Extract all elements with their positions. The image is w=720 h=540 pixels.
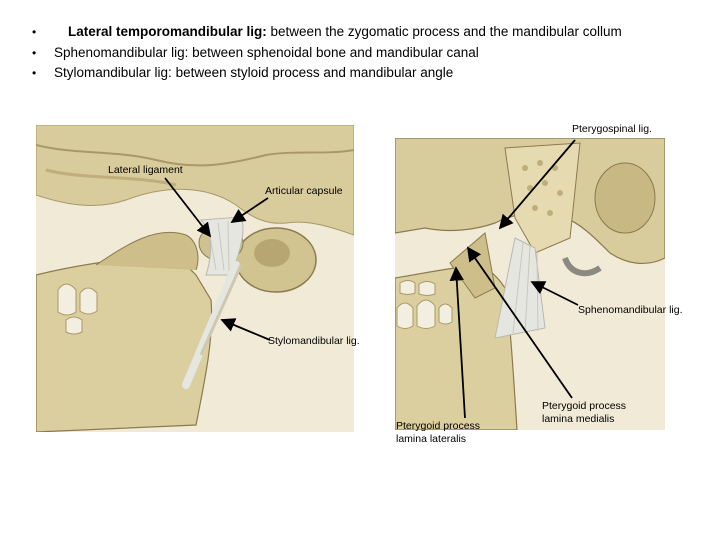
label-line: lamina medialis (542, 413, 615, 425)
arrow-pterygoid-lateral (449, 266, 466, 419)
label-lateral-ligament: Lateral ligament (108, 164, 183, 176)
label-pterygoid-lateral: Pterygoid process lamina lateralis (396, 420, 480, 446)
bullet-term: Sphenomandibular lig: (54, 44, 189, 60)
arrow-pterygoid-medial (466, 246, 573, 399)
label-line: Pterygoid process (542, 400, 627, 412)
bullet-glyph: • (32, 25, 37, 39)
medial-view-illustration (395, 138, 665, 430)
label-articular-capsule: Articular capsule (265, 185, 343, 197)
bullet-term: Lateral temporomandibular lig: (68, 24, 267, 39)
arrow-sphenomandibular (530, 281, 579, 306)
bullet-glyph: • (32, 45, 37, 60)
label-line: Pterygoid process (396, 420, 481, 432)
bullet-list: • Lateral temporomandibular lig: between … (32, 22, 622, 84)
bullet-stylomandibular: • Stylomandibular lig: between styloid pr… (32, 63, 622, 84)
bullet-term: Stylomandibular lig: (54, 65, 172, 80)
label-sphenomandibular: Sphenomandibular lig. (578, 304, 683, 316)
arrow-stylomandibular (220, 318, 271, 341)
bullet-description: between sphenoidal bone and mandibular c… (188, 44, 479, 60)
bullet-sphenomandibular: • Sphenomandibular lig: between sphenoida… (32, 43, 622, 64)
label-pterygoid-medial: Pterygoid process lamina medialis (542, 400, 626, 426)
arrow-pterygospinal (498, 139, 576, 230)
bullet-description: between styloid process and mandibular a… (171, 65, 454, 80)
lateral-view-illustration (36, 125, 354, 432)
label-pterygospinal: Pterygospinal lig. (572, 123, 652, 135)
label-line: lamina lateralis (396, 433, 467, 445)
bullet-description: between the zygomatic process and the ma… (266, 24, 622, 39)
bullet-glyph: • (32, 66, 37, 80)
bullet-lateral-temporomandibular: • Lateral temporomandibular lig: between … (32, 22, 622, 43)
label-stylomandibular: Stylomandibular lig. (268, 335, 360, 347)
arrow-lateral-ligament (164, 177, 212, 238)
arrow-articular-capsule (230, 197, 269, 223)
